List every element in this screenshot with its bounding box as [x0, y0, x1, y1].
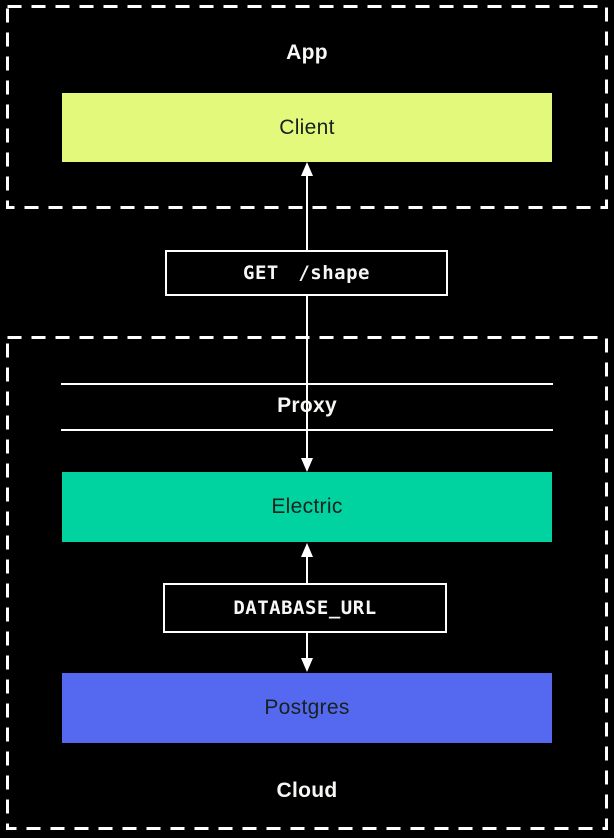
arrowhead-up-into-electric [301, 543, 313, 557]
client-node-label: Client [279, 115, 335, 139]
client-node: Client [62, 93, 552, 162]
postgres-node: Postgres [62, 673, 552, 743]
postgres-node-label: Postgres [264, 696, 350, 719]
arrowhead-up-into-client [301, 162, 313, 176]
electric-node-label: Electric [271, 495, 343, 518]
arrowhead-down-into-postgres [301, 658, 313, 672]
cloud-container-label: Cloud [276, 779, 338, 802]
http-path: /shape [298, 262, 370, 284]
app-container-border [6, 5, 608, 209]
app-container-label: App [286, 41, 328, 64]
electric-node: Electric [62, 472, 552, 542]
database-url-edge-label: DATABASE_URL [163, 583, 447, 633]
database-url-edge-label-text: DATABASE_URL [233, 597, 377, 619]
get-shape-edge-label-text: GET /shape [243, 262, 370, 284]
http-method: GET [243, 262, 279, 284]
proxy-node-label: Proxy [277, 394, 337, 417]
get-shape-edge-label: GET /shape [165, 250, 448, 296]
arrowhead-down-into-electric [301, 458, 313, 472]
